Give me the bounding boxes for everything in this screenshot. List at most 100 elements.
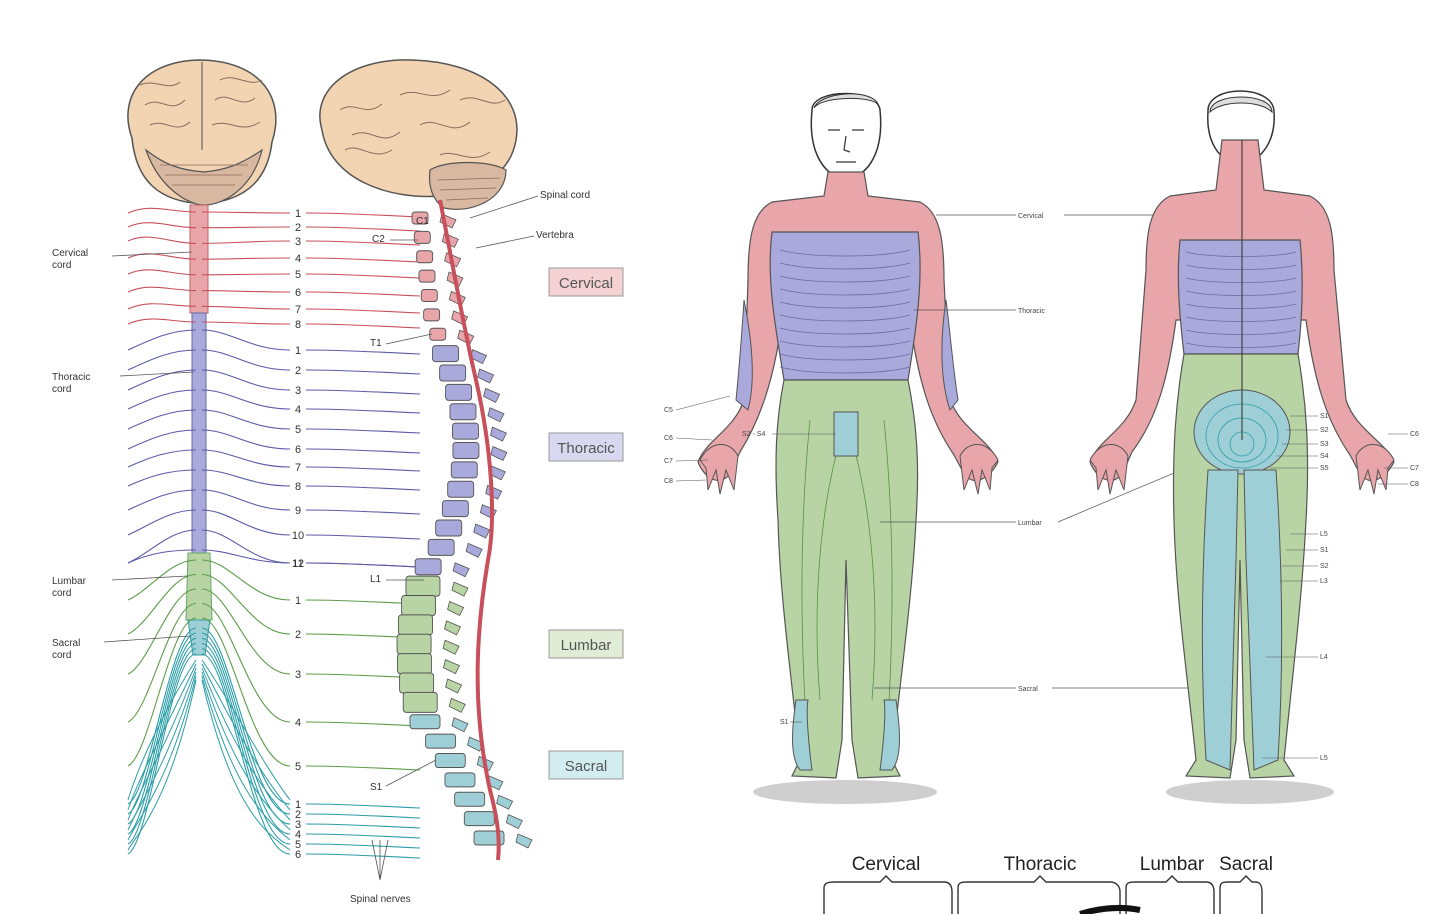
vertebra-body <box>435 519 463 537</box>
vertebra-body <box>397 653 432 675</box>
nerve-line-side <box>305 843 421 849</box>
nerve-line-right <box>201 257 291 260</box>
bottom-region-headers: Cervical Thoracic Lumbar Sacral <box>823 854 1273 914</box>
c1-label: C1 <box>416 216 429 227</box>
lumbar-cord-label-2: cord <box>52 588 71 599</box>
front-c6-label: C6 <box>664 435 673 442</box>
lumbar-cord-segment <box>185 552 213 621</box>
nerve-line-right <box>201 409 291 430</box>
front-c8-label: C8 <box>664 478 673 485</box>
bottom-cervical-header: Cervical <box>852 854 921 875</box>
vertebra-process <box>515 833 533 849</box>
back-s2-leg-label: S2 <box>1320 563 1329 570</box>
vertebra-process <box>452 562 470 578</box>
vertebra-body <box>418 269 436 283</box>
nerve-line-right <box>201 588 291 675</box>
nerve-line-left <box>127 632 197 815</box>
nerve-number: 6 <box>295 287 301 299</box>
nerve-line-right <box>201 469 291 487</box>
back-l3-label: L3 <box>1320 578 1328 585</box>
nerve-line-left <box>127 222 197 229</box>
nerve-line-side <box>305 308 421 314</box>
nerve-number: 2 <box>295 365 301 377</box>
vertebra-body <box>429 327 447 341</box>
bottom-lumbar-header: Lumbar <box>1140 854 1205 875</box>
vertebra-process <box>477 368 495 384</box>
nerve-line-left <box>127 602 197 723</box>
nerve-number: 11 <box>292 558 303 570</box>
nerve-line-side <box>305 389 421 395</box>
vertebra-label: Vertebra <box>536 230 574 241</box>
nerve-line-right <box>201 429 291 450</box>
nerve-line-side <box>305 485 421 491</box>
nerve-line-left <box>127 318 197 325</box>
nerve-line-left <box>127 389 197 410</box>
nerve-line-left <box>127 449 197 468</box>
front-rib-line <box>779 327 911 335</box>
vertebra-body <box>396 633 432 655</box>
nerve-number: 3 <box>295 236 301 248</box>
nerve-number: 5 <box>295 424 301 436</box>
nerve-line-left <box>127 509 197 536</box>
back-c7-label: C7 <box>1410 465 1419 472</box>
nerve-line-right <box>201 369 291 391</box>
vertebra-process <box>487 407 505 423</box>
back-l4-label: L4 <box>1320 654 1328 661</box>
vertebra-process <box>444 620 462 636</box>
vertebra-body <box>463 811 495 827</box>
front-rib-line <box>779 366 911 374</box>
center-thoracic-label: Thoracic <box>1018 308 1045 315</box>
back-body: S1 S2 S3 S4 S5 C6 C7 C8 L5 S1 S2 L3 L4 L… <box>1089 90 1419 804</box>
nerve-line-right <box>201 573 291 635</box>
cord-labels: Cervical cord Thoracic cord Lumbar cord … <box>52 248 195 661</box>
nerve-number: 4 <box>295 253 301 265</box>
thoracic-cord-segment <box>191 312 207 554</box>
bottom-thoracic-header: Thoracic <box>1004 854 1077 875</box>
back-c6-label: C6 <box>1410 431 1419 438</box>
cervical-cord-label-1: Cervical <box>52 248 88 259</box>
vertebra-body <box>416 250 434 264</box>
nerve-number: 4 <box>295 404 301 416</box>
nerve-number: 6 <box>295 849 301 861</box>
nerve-line-side <box>305 240 421 246</box>
nerve-line-left <box>127 549 197 564</box>
vertebra-process <box>489 426 508 442</box>
nerve-number: 6 <box>295 444 301 456</box>
vertebra-process <box>496 794 514 810</box>
back-s5-label: S5 <box>1320 465 1329 472</box>
back-l5-foot-label: L5 <box>1320 755 1328 762</box>
vertebra-body <box>401 595 437 616</box>
sacral-tail-line <box>127 663 197 811</box>
sacral-tail-line <box>127 659 197 801</box>
sacral-tail-line <box>201 659 291 801</box>
nerve-line-left <box>127 329 197 351</box>
lumbar-region-box: Lumbar <box>561 637 612 654</box>
vertebra-body <box>409 714 441 730</box>
thoracic-cord-label-1: Thoracic <box>52 372 90 383</box>
vertebra-process <box>490 445 508 462</box>
nerve-number: 12 <box>292 558 304 570</box>
nerve-line-right <box>201 559 291 601</box>
nerve-line-side <box>305 823 421 829</box>
back-s1-label: S1 <box>1320 413 1329 420</box>
vertebra-body <box>432 345 459 363</box>
vertebra-body <box>441 500 469 518</box>
vertebra-process <box>442 659 460 675</box>
nerve-line-right <box>201 321 291 325</box>
front-rib-line <box>779 314 911 322</box>
back-c8-label: C8 <box>1410 481 1419 488</box>
back-s1-leg-label: S1 <box>1320 547 1329 554</box>
nerve-number: 7 <box>295 304 301 316</box>
front-rib-line <box>779 301 911 309</box>
nerve-line-side <box>305 291 421 297</box>
vertebra-process <box>483 387 501 403</box>
nerve-line-right <box>201 329 291 351</box>
back-s2-label: S2 <box>1320 427 1329 434</box>
nerve-line-left <box>127 409 197 430</box>
sacral-tail-line <box>127 671 197 831</box>
brain-front-icon <box>127 59 277 206</box>
nerve-number: 3 <box>295 385 301 397</box>
front-rib-line <box>779 353 911 361</box>
